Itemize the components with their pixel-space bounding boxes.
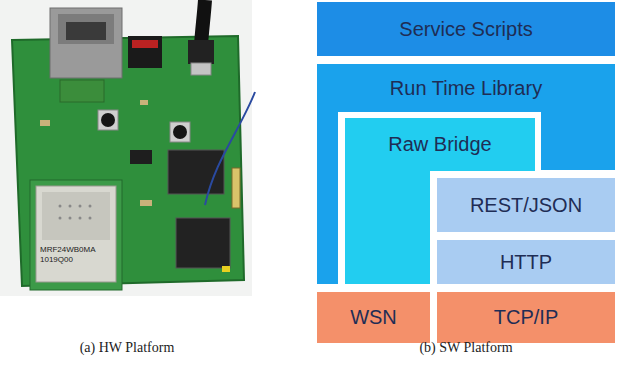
pcb-board — [12, 36, 244, 286]
header-pins — [232, 168, 240, 208]
connector-block — [60, 80, 104, 102]
usb-plug — [188, 40, 214, 64]
sd-card-stripe — [132, 40, 158, 48]
mini-usb-socket — [191, 63, 211, 75]
text-area: Run Time Library — [317, 64, 615, 112]
layer-label: Run Time Library — [390, 77, 542, 100]
chip — [176, 218, 230, 268]
shield-dot — [89, 205, 92, 208]
text-area: REST/JSON — [437, 178, 615, 232]
module-shield — [42, 192, 110, 240]
usb-cable — [201, 0, 205, 45]
layer-shape — [317, 64, 615, 284]
jack-port — [58, 14, 114, 44]
shield-dot — [59, 205, 62, 208]
text-area: HTTP — [437, 240, 615, 284]
smd-part — [140, 200, 152, 206]
layer-label: WSN — [350, 306, 397, 329]
jack-opening — [66, 22, 106, 40]
led — [222, 266, 230, 272]
part-marking: 1019Q00 — [40, 256, 114, 265]
layer-label: HTTP — [500, 251, 552, 274]
shield-dot — [69, 217, 72, 220]
network-layer: WSN — [317, 292, 430, 343]
shield-dot — [69, 205, 72, 208]
text-area: TCP/IP — [437, 292, 615, 343]
layer-label: Raw Bridge — [388, 133, 491, 156]
wifi-module — [36, 186, 116, 282]
text-area: WSN — [317, 292, 430, 343]
subfigure-caption: (a) HW Platform — [30, 340, 224, 355]
smd-part — [40, 120, 50, 126]
subfigure-caption: (b) SW Platform — [366, 340, 566, 355]
shield-dot — [59, 217, 62, 220]
module-pcb — [30, 180, 122, 290]
push-button — [101, 113, 115, 127]
service-layer: Service Scripts — [317, 2, 615, 56]
photo-ground — [0, 0, 252, 296]
ethernet-jack — [50, 8, 122, 78]
sd-card — [128, 36, 162, 68]
protocol-layer: REST/JSON — [437, 178, 615, 232]
part-marking: MRF24WB0MA — [40, 246, 114, 255]
push-button — [173, 125, 187, 139]
smd-part — [130, 150, 152, 164]
shield-dot — [79, 205, 82, 208]
shield-dot — [79, 217, 82, 220]
network-layer: TCP/IP — [437, 292, 615, 343]
protocol-layer: HTTP — [437, 240, 615, 284]
button-housing — [98, 110, 118, 130]
layer-label: TCP/IP — [494, 306, 558, 329]
layer-label: Service Scripts — [399, 18, 532, 41]
blue-wire — [205, 92, 255, 205]
shield-dot — [89, 217, 92, 220]
text-area: Service Scripts — [317, 2, 615, 56]
button-housing — [170, 122, 190, 142]
text-area: Raw Bridge — [345, 118, 535, 171]
layer-label: REST/JSON — [470, 194, 582, 217]
smd-part — [140, 100, 148, 105]
